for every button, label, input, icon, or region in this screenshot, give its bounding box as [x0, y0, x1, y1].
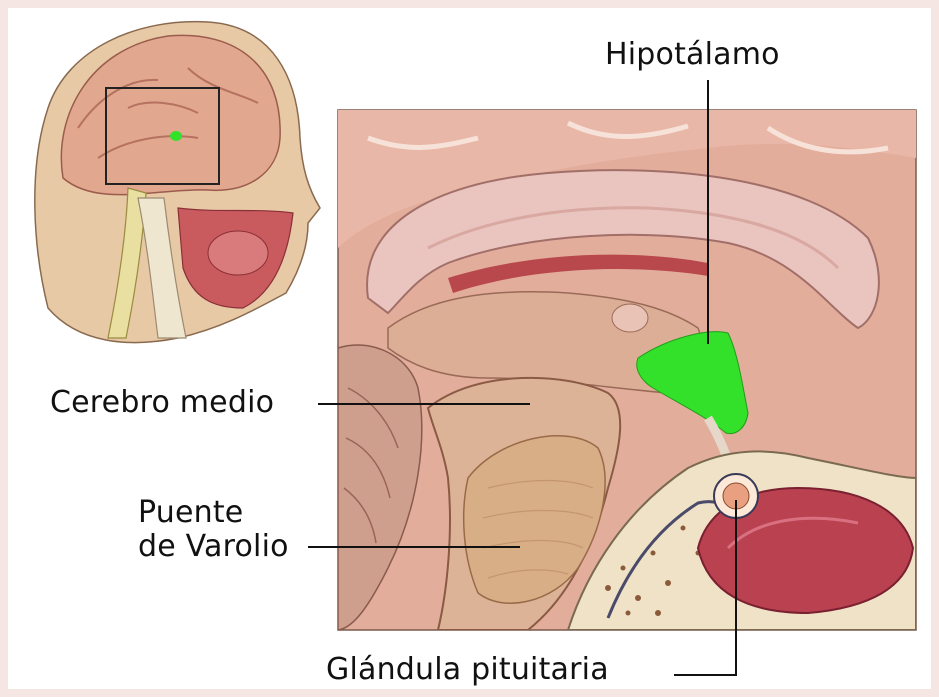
pituitary-label: Glándula pituitaria	[326, 653, 609, 686]
pons-label: Puente de Varolio	[138, 496, 289, 563]
diagram-canvas: Hipotálamo Cerebro medio Puente de Varol…	[8, 8, 931, 689]
hypothalamus-dot-inset	[170, 131, 182, 141]
hypothalamus-label: Hipotálamo	[605, 38, 780, 71]
pons-label-line1: Puente	[138, 496, 289, 530]
illustration	[8, 8, 931, 689]
main-panel	[338, 110, 916, 630]
midbrain-label: Cerebro medio	[50, 386, 274, 419]
head-inset	[35, 22, 320, 343]
pons-label-line2: de Varolio	[138, 530, 289, 564]
